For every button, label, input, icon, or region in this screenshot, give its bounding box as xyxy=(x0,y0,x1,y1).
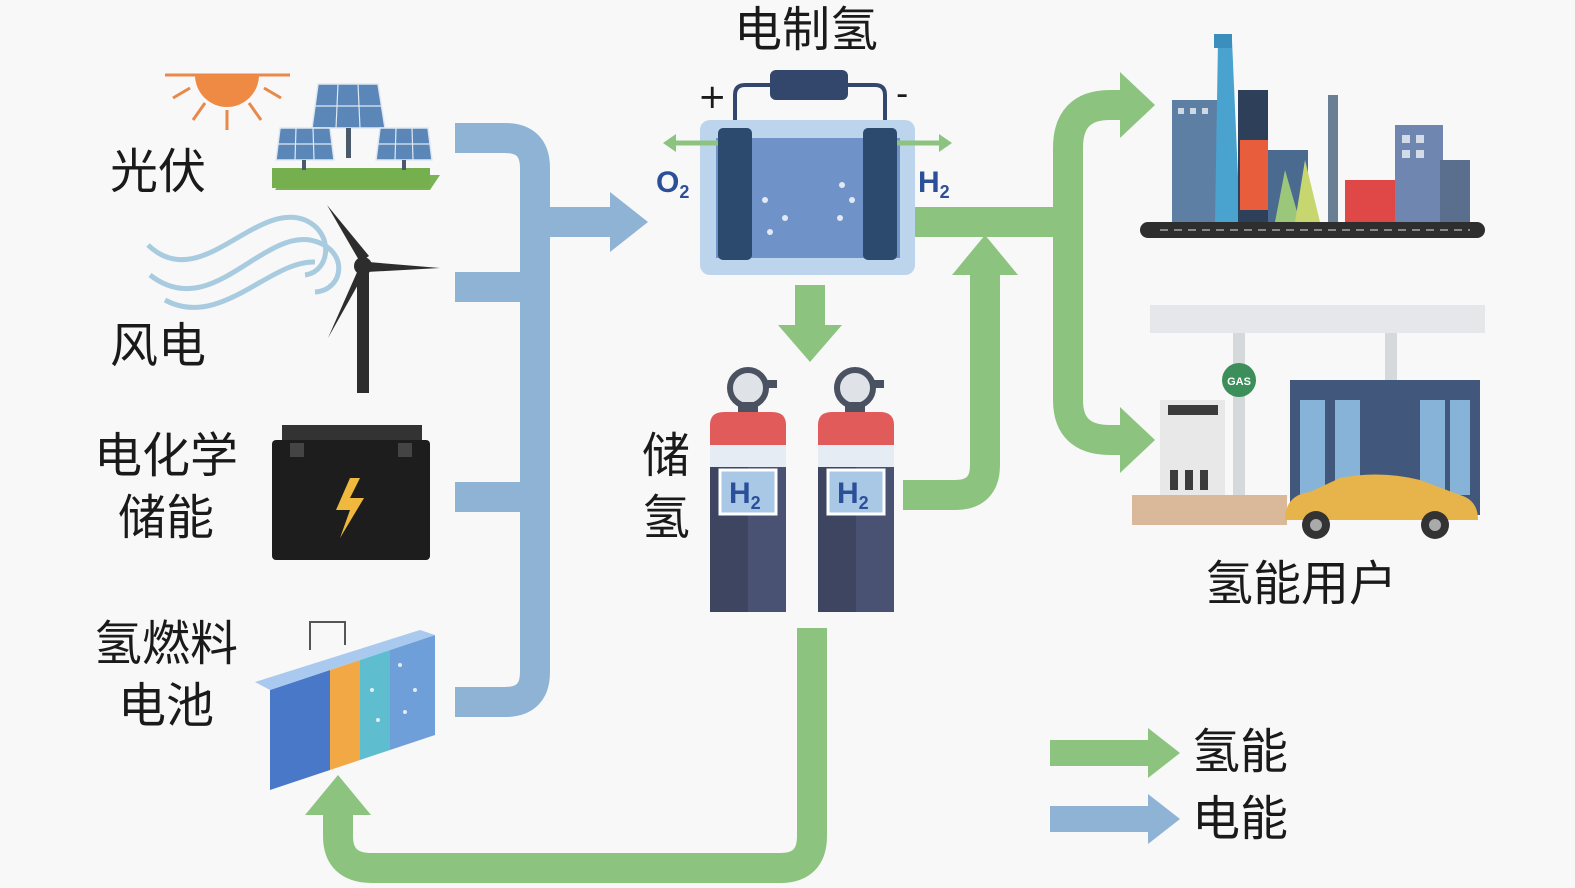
storage-label: 储 氢 xyxy=(636,432,696,542)
minus-sign: - xyxy=(896,74,908,114)
legend-hydrogen-arrow xyxy=(1050,728,1180,778)
fuel-cell-icon xyxy=(255,621,435,790)
hydrogen-users-label: 氢能用户 xyxy=(1205,556,1398,612)
tank-left-label: H2 xyxy=(729,477,761,513)
storage-label-line2: 氢 xyxy=(641,490,690,546)
solar-panel-icon xyxy=(272,83,440,190)
hydrogen-flow-arrows xyxy=(323,90,1125,883)
legend-hydrogen-label: 氢能 xyxy=(1192,724,1289,780)
hydrogen-arrow-head-down xyxy=(778,325,842,362)
storage-label-line1: 储 xyxy=(641,428,690,484)
svg-text:GAS: GAS xyxy=(1227,376,1251,388)
electrolysis-title: 电制氢 xyxy=(734,2,879,58)
battery-label-line2: 储能 xyxy=(117,490,214,546)
hydrogen-arrow-head-up xyxy=(952,235,1018,275)
legend-electric-label: 电能 xyxy=(1192,791,1289,847)
wind-turbine-icon xyxy=(327,205,440,393)
fuelcell-label-line1: 氢燃料 xyxy=(93,616,238,672)
hydrogen-tank-right xyxy=(818,367,894,612)
o2-label: O2 xyxy=(656,166,689,202)
plus-sign: + xyxy=(698,77,727,117)
battery-label-line1: 电化学 xyxy=(93,428,238,484)
legend-electric-arrow xyxy=(1050,794,1180,844)
wind-label: 风电 xyxy=(110,318,207,374)
battery-label: 电化学 储能 xyxy=(82,432,250,542)
fuelcell-label: 氢燃料 电池 xyxy=(82,620,250,730)
electrolyzer-icon xyxy=(663,70,952,275)
h2-label: H2 xyxy=(918,166,950,202)
wind-swirl-icon xyxy=(146,214,342,310)
factory-icon xyxy=(1140,34,1485,238)
electric-arrow-head xyxy=(610,192,648,252)
pv-label: 光伏 xyxy=(110,144,207,200)
hydrogen-arrow-head-fuelcell xyxy=(305,775,371,815)
tank-right-label: H2 xyxy=(837,477,869,513)
electric-flow-arrows xyxy=(455,123,612,717)
gas-station-icon: GAS xyxy=(1132,305,1485,539)
sun-icon xyxy=(165,73,290,130)
hydrogen-arrow-head-top xyxy=(1120,72,1155,138)
fuelcell-label-line2: 电池 xyxy=(117,678,214,734)
hydrogen-arrow-head-bottom xyxy=(1120,407,1155,473)
battery-icon xyxy=(272,425,430,560)
hydrogen-tank-left xyxy=(710,367,786,612)
